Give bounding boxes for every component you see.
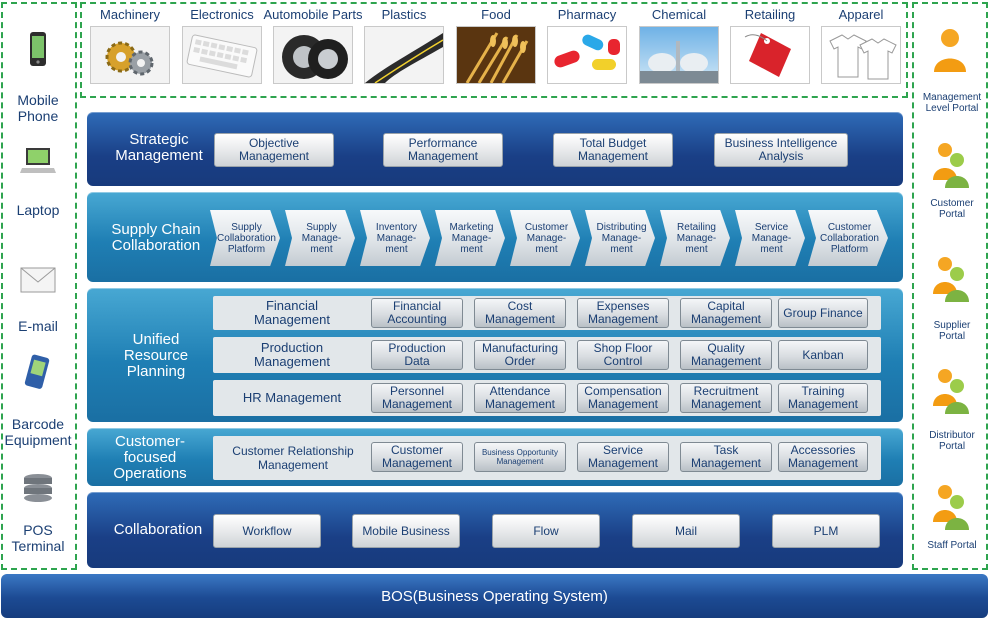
business-intelligence-analysis-button[interactable]: Business Intelligence Analysis [714, 133, 848, 167]
expenses-management-button[interactable]: Expenses Management [577, 298, 669, 328]
sale-tag-icon [744, 33, 791, 77]
industry-label: Food [481, 7, 511, 22]
industry-label: Plastics [381, 7, 427, 22]
mail-button[interactable]: Mail [632, 514, 740, 548]
personnel-management-button[interactable]: Personnel Management [371, 383, 463, 413]
supply-collaboration-platform-step[interactable]: Supply Collaboration Platform [210, 210, 280, 266]
device-label-barcode: Barcode Equipment [4, 416, 72, 448]
industry-retailing: Retailing [728, 4, 812, 84]
person-icon [934, 29, 966, 72]
customer-management-button[interactable]: Customer Management [371, 442, 463, 472]
industry-label: Retailing [744, 7, 796, 22]
capital-management-button[interactable]: Capital Management [680, 298, 772, 328]
mobile-phone-icon [30, 32, 46, 66]
compensation-management-button[interactable]: Compensation Management [577, 383, 669, 413]
device-label-email: E-mail [18, 318, 58, 334]
industry-label: Chemical [651, 7, 707, 22]
laptop-icon [20, 148, 56, 173]
band-title: Unified Resource Planning [123, 331, 189, 380]
people-icon [933, 485, 969, 530]
plm-button[interactable]: PLM [772, 514, 880, 548]
accessories-management-button[interactable]: Accessories Management [778, 442, 868, 472]
total-budget-management-button[interactable]: Total Budget Management [553, 133, 673, 167]
device-label-laptop: Laptop [16, 202, 60, 218]
supply-management-step[interactable]: Supply Manage- ment [285, 210, 355, 266]
tire-icon [282, 35, 348, 79]
crm-label: Customer Relationship Management [232, 444, 354, 472]
industry-apparel: Apparel [819, 4, 903, 84]
hr-management-label: HR Management [242, 390, 342, 405]
band-title: Customer- focused Operations [113, 433, 187, 482]
industry-food: Food [454, 4, 538, 84]
envelope-icon [20, 267, 56, 293]
mobile-business-button[interactable]: Mobile Business [352, 514, 460, 548]
kanban-button[interactable]: Kanban [778, 340, 868, 370]
manufacturing-order-button[interactable]: Manufacturing Order [474, 340, 566, 370]
workflow-button[interactable]: Workflow [213, 514, 321, 548]
people-icon [933, 143, 969, 188]
service-management-button[interactable]: Service Management [577, 442, 669, 472]
device-label-pos: POS Terminal [11, 522, 65, 554]
financial-management-label: Financial Management [254, 298, 330, 327]
portal-label-distributor: Distributor Portal [929, 430, 975, 452]
portals-frame [912, 2, 988, 570]
device-label-mobile-phone: Mobile Phone [17, 92, 59, 124]
performance-management-button[interactable]: Performance Management [383, 133, 503, 167]
industry-pharmacy: Pharmacy [545, 4, 629, 84]
quality-management-button[interactable]: Quality Management [680, 340, 772, 370]
shop-floor-control-button[interactable]: Shop Floor Control [577, 340, 669, 370]
marketing-management-step[interactable]: Marketing Manage- ment [435, 210, 505, 266]
wheat-icon [465, 32, 529, 83]
devices-frame [1, 2, 77, 570]
attendance-management-button[interactable]: Attendance Management [474, 383, 566, 413]
industry-plastics: Plastics [362, 4, 446, 84]
people-icon [933, 369, 969, 414]
training-management-button[interactable]: Training Management [778, 383, 868, 413]
pos-terminal-icon [24, 474, 52, 502]
inventory-management-step[interactable]: Inventory Manage- ment [360, 210, 430, 266]
industry-label: Apparel [838, 7, 884, 22]
flow-button[interactable]: Flow [492, 514, 600, 548]
service-management-step[interactable]: Service Manage- ment [735, 210, 805, 266]
industry-automobile-parts: Automobile Parts [264, 4, 363, 84]
industry-label: Machinery [100, 7, 160, 22]
production-management-label: Production Management [254, 340, 330, 369]
industry-label: Pharmacy [557, 7, 617, 22]
task-management-button[interactable]: Task Management [680, 442, 772, 472]
customer-collaboration-platform-step[interactable]: Customer Collaboration Platform [808, 210, 888, 266]
keyboard-icon [186, 34, 258, 78]
industry-chemical: Chemical [637, 4, 721, 84]
band-title: Collaboration [113, 521, 203, 538]
group-finance-button[interactable]: Group Finance [778, 298, 868, 328]
objective-management-button[interactable]: Objective Management [214, 133, 334, 167]
retailing-management-step[interactable]: Retailing Manage- ment [660, 210, 730, 266]
bos-foundation-bar: BOS(Business Operating System) [1, 574, 988, 618]
people-icon [933, 257, 969, 302]
tshirt-icon [829, 34, 897, 80]
cost-management-button[interactable]: Cost Management [474, 298, 566, 328]
pills-icon [554, 34, 620, 70]
business-opportunity-management-button[interactable]: Business Opportunity Management [474, 442, 566, 472]
band-title: Strategic Management [115, 131, 203, 164]
financial-accounting-button[interactable]: Financial Accounting [371, 298, 463, 328]
distributing-management-step[interactable]: Distributing Manage- ment [585, 210, 655, 266]
gears-icon [105, 41, 154, 76]
customer-management-step[interactable]: Customer Manage- ment [510, 210, 580, 266]
industry-label: Electronics [190, 7, 254, 22]
industry-machinery: Machinery [88, 4, 172, 84]
barcode-scanner-icon [24, 354, 50, 389]
industry-label: Automobile Parts [263, 7, 363, 22]
industries-frame [80, 2, 908, 98]
portal-label-supplier: Supplier Portal [933, 320, 971, 342]
industry-electronics: Electronics [180, 4, 264, 84]
portal-label-management: Management Level Portal [922, 92, 982, 114]
road-icon [365, 33, 443, 83]
chemical-plant-icon [640, 41, 718, 83]
portal-label-staff: Staff Portal [927, 540, 977, 551]
recruitment-management-button[interactable]: Recruitment Management [680, 383, 772, 413]
production-data-button[interactable]: Production Data [371, 340, 463, 370]
portal-label-customer: Customer Portal [930, 198, 974, 220]
band-title: Supply Chain Collaboration [111, 221, 201, 254]
